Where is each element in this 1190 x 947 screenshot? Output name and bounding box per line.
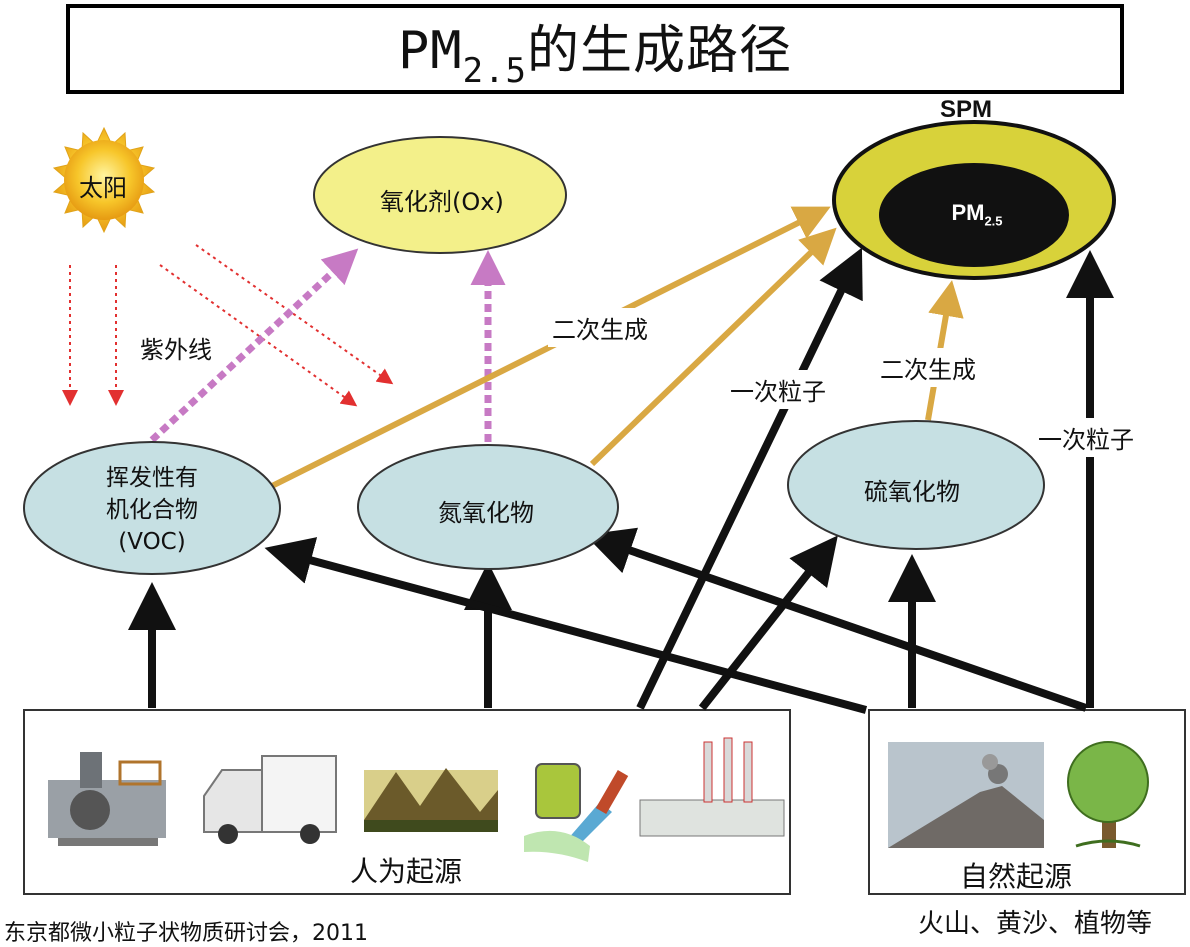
voc-to-ox-arrow — [149, 248, 359, 443]
natural-to-nox-arrow — [584, 527, 1088, 712]
sox-label: 硫氧化物 — [864, 478, 960, 506]
natural-examples-label: 火山、黄沙、植物等 — [918, 909, 1153, 939]
pm25-node — [879, 163, 1069, 267]
power-plant-icon — [639, 737, 785, 837]
voc-label-line3: (VOC) — [118, 529, 186, 555]
secondary-generation-label-2: 二次生成 — [876, 348, 980, 387]
landscape-icon — [364, 768, 498, 832]
voc-label: 挥发性有 机化合物 (VOC) — [62, 462, 242, 558]
truck-icon — [203, 755, 337, 844]
natural-to-voc-arrow — [264, 537, 868, 714]
paint-icon — [524, 763, 629, 862]
to-oxidant-arrows — [149, 248, 506, 443]
tree-icon — [1067, 741, 1149, 848]
voc-node — [23, 441, 281, 575]
nox-label: 氮氧化物 — [438, 499, 534, 527]
uv-rays — [62, 244, 394, 407]
page-title: PM2.5的生成路径 — [397, 20, 793, 91]
secondary-generation-label: 二次生成 — [548, 308, 652, 347]
human-to-sox-arrow — [698, 535, 838, 711]
spm-label: SPM — [940, 96, 993, 123]
nox-to-spm-arrow — [589, 227, 837, 467]
nox-node — [357, 444, 619, 570]
sox-node — [787, 420, 1045, 550]
pm25-label: PM2.5 — [951, 200, 1003, 229]
source-arrows — [128, 247, 1114, 714]
primary-particle-label: 一次粒子 — [726, 370, 830, 409]
uv-ray — [159, 264, 358, 407]
source-credit: 东京都微小粒子状物质研讨会，2011 — [4, 921, 368, 946]
primary-particle-label-2: 一次粒子 — [1034, 418, 1138, 457]
volcano-icon — [888, 742, 1044, 848]
uv-label: 紫外线 — [140, 336, 212, 364]
voc-label-line1: 挥发性有 — [106, 465, 198, 491]
human-primary-arrow — [636, 247, 863, 710]
factory-icon — [48, 752, 166, 846]
voc-to-spm-arrow — [268, 206, 831, 490]
oxidant-label: 氧化剂(Ox) — [380, 188, 504, 216]
voc-label-line2: 机化合物 — [106, 497, 198, 523]
oxidant-node — [313, 136, 567, 254]
uv-ray — [195, 244, 394, 385]
sun-label: 太阳 — [79, 174, 127, 202]
sun-icon — [52, 126, 156, 234]
title-box: PM2.5的生成路径 — [66, 4, 1124, 94]
human-source-label: 人为起源 — [350, 855, 463, 888]
natural-source-label: 自然起源 — [960, 860, 1073, 893]
